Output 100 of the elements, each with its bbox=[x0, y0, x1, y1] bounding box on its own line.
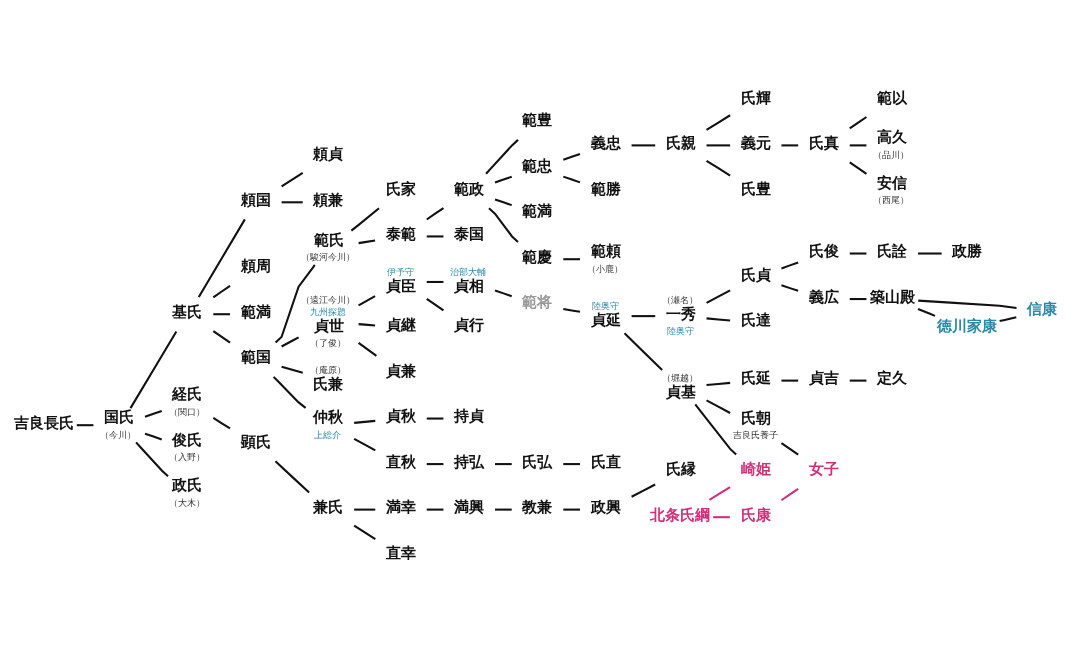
node-label: （了俊） bbox=[310, 336, 346, 348]
node-text: 高久 bbox=[877, 127, 908, 146]
node-text: 徳川家康 bbox=[936, 316, 997, 335]
connector bbox=[129, 330, 178, 409]
node-text: 吉良長氏 bbox=[14, 413, 75, 432]
node-text: 範氏 bbox=[313, 230, 344, 249]
connector bbox=[781, 143, 799, 146]
connector bbox=[494, 197, 513, 206]
connector bbox=[562, 175, 581, 183]
node-text: 氏豊 bbox=[740, 179, 771, 198]
connector bbox=[708, 485, 731, 501]
connector bbox=[495, 462, 512, 465]
node-text: 女子 bbox=[808, 459, 839, 478]
node-text: 貞吉 bbox=[808, 368, 839, 387]
connector bbox=[281, 171, 304, 187]
connector bbox=[631, 483, 656, 498]
node-text: 直幸 bbox=[385, 543, 416, 562]
node-text: 持弘 bbox=[454, 452, 485, 471]
node-text: 貞行 bbox=[454, 315, 485, 334]
node-label: 陸奥守 bbox=[591, 299, 619, 311]
node-text: 北条氏綱 bbox=[650, 505, 711, 524]
connector bbox=[917, 307, 936, 317]
node-text: 満興 bbox=[454, 497, 485, 516]
node-text: 満幸 bbox=[385, 497, 416, 516]
node-text: 氏貞 bbox=[740, 265, 771, 284]
connector bbox=[274, 263, 316, 343]
node-text: 一秀 bbox=[665, 304, 696, 323]
node-text: 定久 bbox=[877, 368, 908, 387]
node-text: 政興 bbox=[590, 497, 621, 516]
node-text: 氏直 bbox=[590, 452, 621, 471]
node-label: 上総介 bbox=[314, 428, 342, 440]
connector bbox=[76, 423, 94, 426]
connector bbox=[212, 329, 231, 343]
node-text: 築山殿 bbox=[869, 287, 915, 306]
node-text: 直秋 bbox=[385, 452, 416, 471]
node-text: 義広 bbox=[808, 287, 839, 306]
connector bbox=[358, 322, 376, 327]
node-label: 吉良氏養子 bbox=[733, 428, 779, 440]
node-text: 範慶 bbox=[522, 247, 553, 266]
node-label: （堀越） bbox=[661, 371, 698, 383]
connector bbox=[426, 462, 444, 465]
node-label: （小鹿） bbox=[586, 262, 623, 274]
connector bbox=[350, 206, 380, 231]
node-text: 義元 bbox=[740, 133, 771, 152]
node-text: 範将 bbox=[522, 292, 553, 311]
node-label: （庵原） bbox=[309, 363, 346, 375]
node-text: 氏親 bbox=[665, 133, 696, 152]
node-label: （大木） bbox=[168, 496, 205, 508]
node-text: 氏朝 bbox=[741, 408, 772, 427]
connector bbox=[705, 113, 731, 131]
connector bbox=[281, 335, 300, 347]
connector bbox=[849, 251, 867, 255]
connector bbox=[144, 432, 163, 440]
connector bbox=[485, 138, 519, 174]
node-text: 氏詮 bbox=[877, 241, 908, 260]
connector bbox=[494, 288, 513, 297]
node-label: （遠江今川） bbox=[300, 293, 355, 305]
connector bbox=[849, 143, 867, 146]
node-text: 範満 bbox=[240, 302, 271, 321]
connector bbox=[849, 160, 868, 175]
node-text: 貞兼 bbox=[385, 361, 416, 380]
connector bbox=[426, 206, 445, 220]
connector bbox=[781, 379, 799, 382]
connector bbox=[358, 294, 376, 306]
connector bbox=[213, 312, 230, 315]
node-text: 範国 bbox=[240, 347, 271, 366]
node-text: 教兼 bbox=[522, 497, 553, 516]
connector bbox=[426, 297, 445, 311]
node-text: 範以 bbox=[877, 88, 908, 107]
node-text: 貞相 bbox=[454, 276, 485, 295]
connector bbox=[631, 314, 656, 317]
connector bbox=[426, 417, 444, 420]
node-label: （瀬名） bbox=[661, 293, 698, 305]
connector bbox=[426, 234, 444, 237]
connector bbox=[274, 460, 310, 493]
node-text: 範勝 bbox=[590, 179, 621, 198]
node-text: 範忠 bbox=[522, 156, 553, 175]
connector bbox=[212, 416, 231, 429]
connector bbox=[563, 462, 580, 465]
node-text: 貞継 bbox=[385, 315, 416, 334]
connector bbox=[495, 508, 512, 511]
connector bbox=[563, 508, 580, 511]
connector bbox=[135, 441, 169, 477]
node-text: 安信 bbox=[877, 173, 908, 192]
connector bbox=[353, 437, 376, 451]
connector bbox=[780, 441, 799, 455]
node-label: 伊予守 bbox=[386, 265, 414, 277]
connector bbox=[999, 315, 1017, 322]
connector bbox=[706, 316, 731, 322]
node-text: 政氏 bbox=[172, 475, 203, 494]
node-text: 氏弘 bbox=[522, 452, 553, 471]
node-text: 持貞 bbox=[454, 406, 485, 425]
connector bbox=[694, 403, 737, 455]
node-text: 範満 bbox=[522, 201, 553, 220]
node-text: 仲秋 bbox=[313, 407, 344, 426]
connector bbox=[426, 280, 444, 283]
connector bbox=[426, 508, 444, 511]
connector bbox=[562, 152, 581, 161]
node-text: 氏真 bbox=[808, 133, 839, 152]
node-text: 信康 bbox=[1027, 299, 1058, 318]
